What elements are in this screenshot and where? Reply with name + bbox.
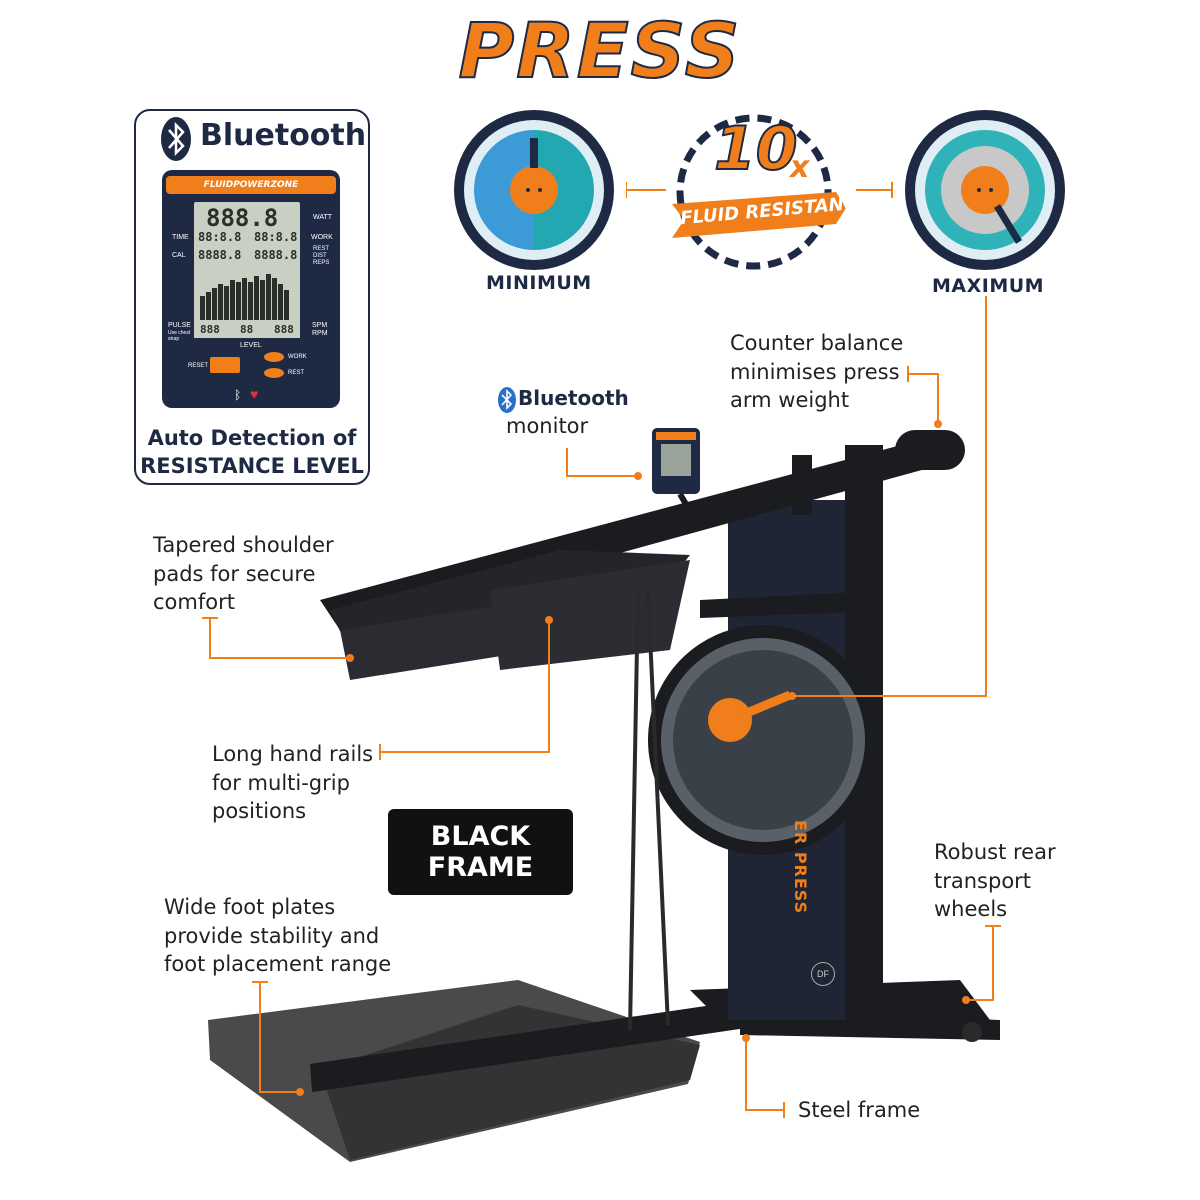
ten-x-badge xyxy=(626,114,893,270)
console-row2-left: 8888.8 xyxy=(198,248,242,262)
console-spm-label: SPM xyxy=(312,322,328,329)
monitor-callout: monitor xyxy=(506,414,589,438)
bluetooth-icon xyxy=(161,117,191,161)
console-rest-button xyxy=(264,368,284,378)
console-header: FLUIDPOWERZONE xyxy=(166,176,336,194)
steel-frame-callout: Steel frame xyxy=(798,1098,921,1122)
console-row1-right: 88:8.8 xyxy=(254,230,298,244)
console-bottom-lcd xyxy=(194,322,300,338)
console-rpm-label: RPM xyxy=(312,330,328,337)
console-work-button-label: WORK xyxy=(288,354,307,360)
console-work-button xyxy=(264,352,284,362)
console-pulse-note: Use chest strap xyxy=(168,330,191,342)
card-caption-line1: Auto Detection of xyxy=(147,426,357,450)
console-time-label: TIME xyxy=(172,234,189,241)
monitor-bluetooth-icon xyxy=(498,387,516,413)
console-row1-left: 88:8.8 xyxy=(198,230,242,244)
multiplier-suffix: x xyxy=(790,150,810,185)
console-row2-right: 8888.8 xyxy=(254,248,298,262)
heart-rate-icon: ♥ xyxy=(250,386,259,402)
console-main-digits: 888.8 xyxy=(206,204,279,232)
console-bottom-left: 888 xyxy=(200,323,220,336)
machine-logo: DF xyxy=(811,962,835,986)
console-bottom-right: 888 xyxy=(274,323,294,336)
multiplier-number: 10 xyxy=(713,113,798,185)
rear-wheels-callout: Robust rear transport wheels xyxy=(934,840,1056,921)
counter-balance-callout: Counter balance minimises press arm weig… xyxy=(730,331,904,412)
console-cal-label: CAL xyxy=(172,252,186,259)
console-bar-graph xyxy=(200,274,289,320)
black-frame-line1: BLACK xyxy=(430,821,531,852)
console-watt-label: WATT xyxy=(313,214,333,221)
minimum-resistance-gauge xyxy=(454,110,614,270)
bluetooth-brand-text: Bluetooth xyxy=(200,118,367,153)
console-rest-button-label: REST xyxy=(288,370,305,376)
black-frame-badge: BLACK FRAME xyxy=(388,809,573,895)
console-level-label: LEVEL xyxy=(240,342,262,349)
maximum-label: MAXIMUM xyxy=(932,275,1045,297)
console-reset-label: RESET xyxy=(188,363,209,369)
shoulder-pads-callout: Tapered shoulder pads for secure comfort xyxy=(153,533,334,614)
card-caption-line2: RESISTANCE LEVEL xyxy=(140,454,364,478)
console-rest-dist-reps-label: REST DIST REPS xyxy=(313,246,330,266)
console-work-label: WORK xyxy=(311,234,333,241)
monitor-bluetooth-brand: Bluetooth xyxy=(518,386,629,410)
maximum-resistance-gauge xyxy=(905,110,1065,270)
hand-rails-callout: Long hand rails for multi-grip positions xyxy=(212,742,374,823)
console-reset-button xyxy=(210,357,240,373)
black-frame-line2: FRAME xyxy=(427,852,534,883)
foot-plates-callout: Wide foot plates provide stability and f… xyxy=(164,895,392,976)
console-display: FLUIDPOWERZONE 888.8 88:8.8 88:8.8 8888.… xyxy=(162,170,340,408)
console-bluetooth-icon: ᛒ xyxy=(234,388,242,402)
minimum-label: MINIMUM xyxy=(486,272,592,294)
console-pulse-label: PULSE xyxy=(168,322,191,329)
console-bottom-mid: 88 xyxy=(240,323,254,336)
page-title: PRESS xyxy=(458,5,742,96)
